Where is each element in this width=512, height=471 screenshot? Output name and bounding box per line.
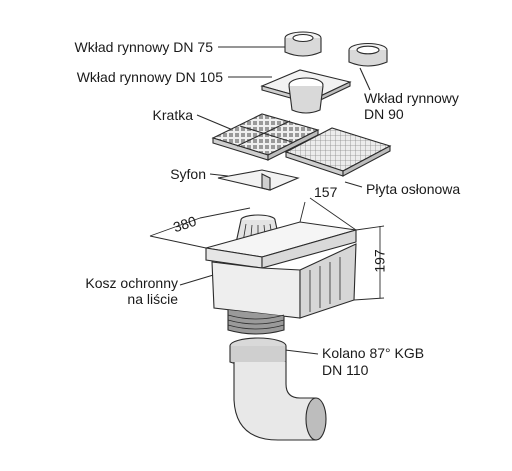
dim-height: 197 [371, 249, 388, 273]
kratka-part [211, 113, 320, 161]
leader-plyta [344, 181, 363, 188]
leader-wklad-90 [359, 67, 371, 91]
label-kratka: Kratka [152, 107, 193, 123]
label-plyta: Płyta osłonowa [366, 181, 461, 197]
label-wklad-90-line1: Wkład rynnowy [364, 90, 459, 106]
dimension-lines [149, 197, 385, 301]
label-wklad-105: Wkład rynnowy DN 105 [76, 69, 223, 85]
label-wklad-90-line2: DN 90 [364, 106, 404, 122]
label-wklad-75: Wkład rynnowy DN 75 [74, 39, 214, 55]
syfon-part [217, 169, 300, 191]
housing-part [205, 221, 357, 335]
label-kosz-line2: na liście [127, 291, 178, 307]
dim-depth: 157 [314, 184, 338, 200]
plyta-part [284, 127, 392, 177]
wklad-75-part [284, 31, 322, 57]
wklad-105-part [260, 69, 352, 114]
wklad-90-part [348, 42, 388, 67]
leader-kolano [284, 349, 319, 355]
label-kosz-line1: Kosz ochronny [85, 275, 178, 291]
label-syfon: Syfon [170, 166, 206, 182]
label-kolano-line2: DN 110 [322, 362, 369, 378]
kolano-part [229, 337, 327, 441]
leader-syfon [209, 173, 229, 177]
label-kolano-line1: Kolano 87° KGB [322, 345, 425, 361]
